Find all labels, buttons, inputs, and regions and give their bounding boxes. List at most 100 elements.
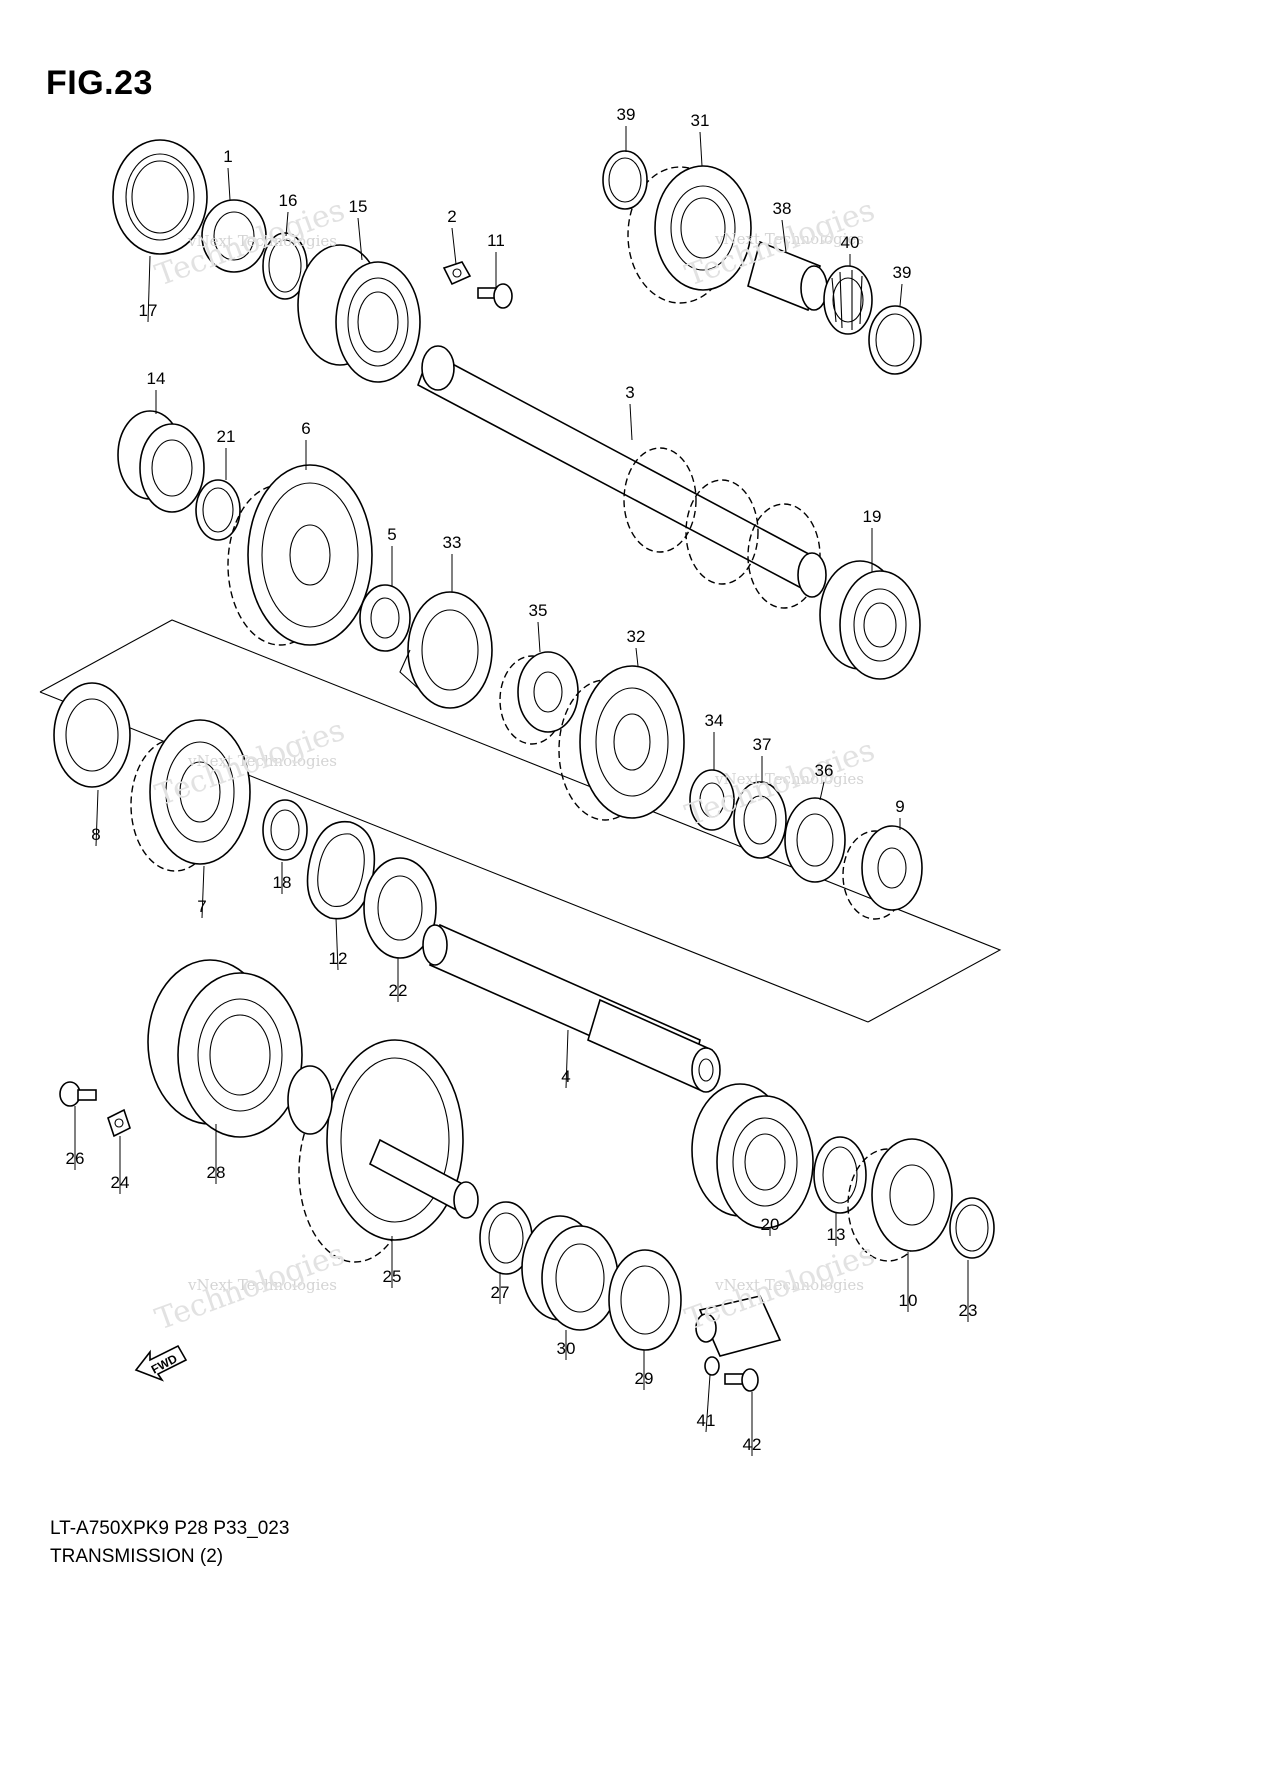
callout-label-23: 23 xyxy=(959,1301,978,1320)
part-gear-31[interactable] xyxy=(627,165,752,304)
callout-label-28: 28 xyxy=(207,1163,226,1182)
part-bearing-20[interactable] xyxy=(691,1083,814,1229)
callout-leader-7 xyxy=(201,865,205,919)
callout-label-4: 4 xyxy=(561,1067,570,1086)
part-gear-32[interactable] xyxy=(558,665,685,821)
callout-label-21: 21 xyxy=(217,427,236,446)
part-bearing-19[interactable] xyxy=(819,560,921,680)
callout-label-19: 19 xyxy=(863,507,882,526)
part-ring-27[interactable] xyxy=(479,1201,533,1275)
callout-label-16: 16 xyxy=(279,191,298,210)
callout-label-10: 10 xyxy=(899,1291,918,1310)
svg-text:vNext Technologies: vNext Technologies xyxy=(714,1276,864,1294)
callout-label-24: 24 xyxy=(111,1173,130,1192)
callout-label-34: 34 xyxy=(705,711,724,730)
callout-leader-36 xyxy=(819,781,825,801)
callout-label-42: 42 xyxy=(743,1435,762,1454)
callout-leader-4 xyxy=(565,1029,569,1089)
part-washer-22[interactable] xyxy=(363,857,437,959)
part-o-ring-16[interactable] xyxy=(262,232,308,300)
part-sensor-41-42[interactable] xyxy=(695,1295,782,1392)
part-gear-25[interactable] xyxy=(287,1039,479,1263)
part-hub-33[interactable] xyxy=(399,591,493,709)
callout-layer: 1234567891011121314151617181920212223242… xyxy=(66,105,978,1456)
callout-label-22: 22 xyxy=(389,981,408,1000)
part-lock-washer-37[interactable] xyxy=(733,781,787,859)
callout-label-5: 5 xyxy=(387,525,396,544)
part-bolt-26[interactable] xyxy=(59,1081,97,1107)
callout-label-37: 37 xyxy=(753,735,772,754)
part-gear-35[interactable] xyxy=(499,651,579,745)
callout-label-6: 6 xyxy=(301,419,310,438)
part-bush-34[interactable] xyxy=(689,769,735,831)
callout-label-8: 8 xyxy=(91,825,100,844)
fwd-arrow: FWD xyxy=(134,1344,188,1382)
part-needle-bearing-40[interactable] xyxy=(823,265,873,335)
callout-label-20: 20 xyxy=(761,1215,780,1234)
callout-label-7: 7 xyxy=(197,897,206,916)
callout-label-25: 25 xyxy=(383,1267,402,1286)
callout-label-39b: 39 xyxy=(893,263,912,282)
callout-label-1: 1 xyxy=(223,147,232,166)
part-washer-2[interactable] xyxy=(442,261,472,286)
model-code: LT-A750XPK9 P28 P33_023 xyxy=(50,1518,290,1539)
part-lock-washer-36[interactable] xyxy=(784,797,846,883)
part-ring-21[interactable] xyxy=(195,479,241,541)
callout-label-30: 30 xyxy=(557,1339,576,1358)
part-bearing-15[interactable] xyxy=(297,244,421,383)
part-washer-39-top[interactable] xyxy=(602,150,648,210)
part-washer-39-right[interactable] xyxy=(868,305,922,375)
svg-text:vNext Technologies: vNext Technologies xyxy=(187,232,337,250)
part-circlip-23[interactable] xyxy=(949,1197,995,1259)
callout-leader-15 xyxy=(357,217,363,261)
callout-label-11: 11 xyxy=(487,231,505,250)
callout-leader-12 xyxy=(335,917,339,971)
callout-label-33: 33 xyxy=(443,533,462,552)
part-oil-seal-17[interactable] xyxy=(112,139,208,255)
part-countershaft-3[interactable] xyxy=(417,345,827,609)
figure-title: FIG.23 xyxy=(46,64,153,102)
part-gear-9[interactable] xyxy=(842,825,923,920)
callout-label-12: 12 xyxy=(329,949,348,968)
callout-label-31: 31 xyxy=(691,111,710,130)
callout-label-38: 38 xyxy=(773,199,792,218)
part-screw-11[interactable] xyxy=(477,283,513,309)
part-bearing-28[interactable] xyxy=(147,959,303,1138)
section-name: TRANSMISSION (2) xyxy=(50,1546,224,1567)
callout-leader-38 xyxy=(781,219,787,253)
part-sleeve-38[interactable] xyxy=(747,240,828,312)
part-ring-13[interactable] xyxy=(813,1136,867,1214)
callout-label-41: 41 xyxy=(697,1411,716,1430)
callout-leader-16 xyxy=(285,211,289,237)
callout-leader-31 xyxy=(699,131,703,167)
callout-label-9: 9 xyxy=(895,797,904,816)
part-washer-24[interactable] xyxy=(107,1108,131,1138)
callout-leader-39b xyxy=(899,283,903,307)
callout-leader-17 xyxy=(147,255,151,323)
svg-text:vNext Technologies: vNext Technologies xyxy=(187,1276,337,1294)
part-driveshaft-4[interactable] xyxy=(422,923,721,1093)
callout-leader-32 xyxy=(635,647,639,667)
callout-label-14: 14 xyxy=(147,369,166,388)
svg-text:vNext Technologies: vNext Technologies xyxy=(187,752,337,770)
part-ring-1[interactable] xyxy=(201,199,267,273)
callout-label-39a: 39 xyxy=(617,105,636,124)
part-hub-8[interactable] xyxy=(53,682,131,788)
callout-label-26: 26 xyxy=(66,1149,85,1168)
callout-label-32: 32 xyxy=(627,627,646,646)
callout-label-17: 17 xyxy=(139,301,158,320)
callout-label-40: 40 xyxy=(841,233,860,252)
part-oil-seal-29[interactable] xyxy=(608,1249,682,1351)
part-bush-5[interactable] xyxy=(359,584,411,652)
callout-leader-1 xyxy=(227,167,231,201)
part-gear-6[interactable] xyxy=(227,464,373,646)
part-bush-18[interactable] xyxy=(262,799,308,861)
callout-label-2: 2 xyxy=(447,207,456,226)
part-bearing-14[interactable] xyxy=(117,410,205,513)
part-gear-10[interactable] xyxy=(847,1138,953,1262)
part-gear-7[interactable] xyxy=(130,719,251,872)
callout-leader-8 xyxy=(95,789,99,847)
part-bearing-30[interactable] xyxy=(521,1215,619,1331)
callout-label-18: 18 xyxy=(273,873,292,892)
